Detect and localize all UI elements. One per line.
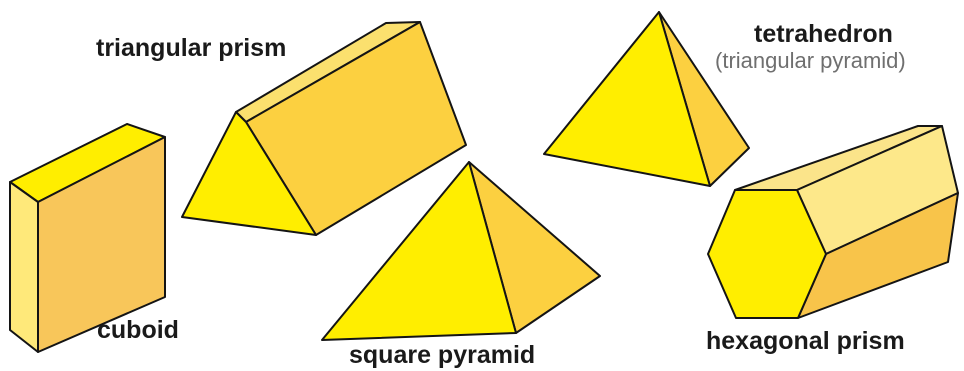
label-square-pyramid: square pyramid <box>349 341 536 369</box>
triangular-prism-front-face <box>181 111 317 236</box>
tetrahedron-shape <box>543 11 750 187</box>
label-tetrahedron: tetrahedron <box>754 20 893 48</box>
label-triangular-prism: triangular prism <box>96 34 287 62</box>
tetrahedron-front-face <box>543 11 711 187</box>
label-hexagonal-prism: hexagonal prism <box>706 327 905 355</box>
label-cuboid: cuboid <box>97 316 179 344</box>
square-pyramid-shape <box>321 161 601 341</box>
hexagonal-prism-shape <box>707 125 959 319</box>
cuboid-side-face <box>37 136 166 353</box>
cuboid-shape <box>9 123 166 353</box>
hexagonal-prism-hexagon-face <box>707 189 827 319</box>
label-triangular-pyramid: (triangular pyramid) <box>715 48 906 73</box>
square-pyramid-front-face <box>321 161 517 341</box>
cuboid-front-face <box>9 181 39 353</box>
triangular-prism-shape <box>181 21 467 236</box>
